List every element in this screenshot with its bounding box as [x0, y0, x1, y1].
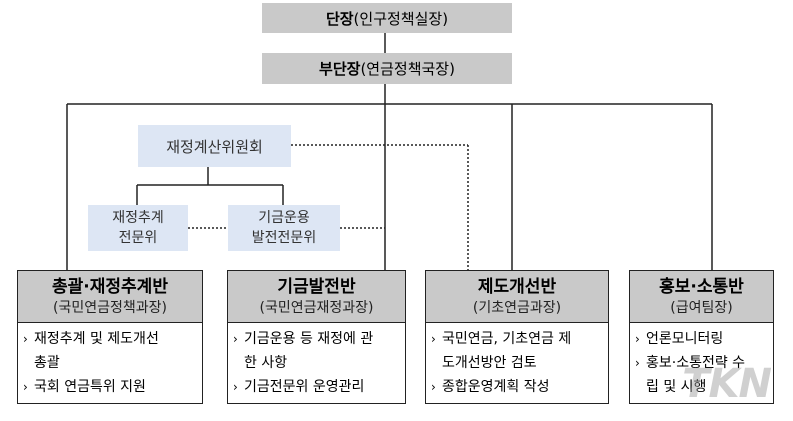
expert-committee-2: 기금운용 발전전문위: [228, 205, 340, 251]
team-pr-communication: 홍보·소통반 (급여팀장) 언론모니터링 홍보·소통전략 수립 및 시행: [629, 270, 774, 404]
deputy-box: 부단장(연금정책국장): [262, 53, 512, 84]
expert-committee-2-line1: 기금운용: [258, 210, 310, 226]
team-header: 홍보·소통반 (급여팀장): [630, 271, 773, 323]
deputy-title: 부단장: [319, 60, 361, 78]
task-item: 종합운영계획 작성: [431, 375, 604, 399]
expert-committee-1-line2: 전문위: [118, 230, 158, 246]
watermark-logo: TKN: [682, 361, 772, 407]
task-item: 기금운용 등 재정에 관한 사항: [233, 327, 401, 375]
team-header: 기금발전반 (국민연금재정과장): [228, 271, 405, 323]
deputy-subtitle: (연금정책국장): [360, 60, 455, 78]
task-list: 기금운용 등 재정에 관한 사항 기금전문위 운영관리: [228, 323, 405, 399]
committee-label: 재정계산위원회: [166, 137, 263, 156]
team-name: 총괄·재정추계반: [52, 276, 168, 297]
team-dept: (국민연금재정과장): [259, 299, 374, 316]
team-dept: (기초연금과장): [472, 299, 562, 316]
team-header: 제도개선반 (기초연금과장): [426, 271, 608, 323]
task-list: 언론모니터링 홍보·소통전략 수립 및 시행: [630, 323, 773, 399]
team-dept: (국민연금정책과장): [53, 299, 167, 316]
task-item: 홍보·소통전략 수립 및 시행: [635, 351, 769, 399]
team-name: 제도개선반: [477, 276, 557, 297]
head-title: 단장: [325, 9, 354, 28]
expert-committee-1: 재정추계 전문위: [88, 205, 188, 251]
head-box: 단장(인구정책실장): [262, 3, 512, 33]
team-name: 기금발전반: [277, 276, 356, 297]
task-item: 언론모니터링: [635, 327, 769, 351]
team-name: 홍보·소통반: [659, 276, 744, 297]
head-subtitle: (인구정책실장): [353, 9, 449, 28]
team-fund-development: 기금발전반 (국민연금재정과장) 기금운용 등 재정에 관한 사항 기금전문위 …: [227, 270, 406, 404]
committee-box: 재정계산위원회: [138, 125, 291, 167]
expert-committee-1-line1: 재정추계: [112, 210, 164, 226]
expert-committee-2-line2: 발전전문위: [251, 230, 317, 246]
task-item: 국회 연금특위 지원: [23, 375, 198, 399]
task-item: 기금전문위 운영관리: [233, 375, 401, 399]
team-dept: (급여팀장): [670, 299, 733, 316]
team-header: 총괄·재정추계반 (국민연금정책과장): [18, 271, 202, 323]
